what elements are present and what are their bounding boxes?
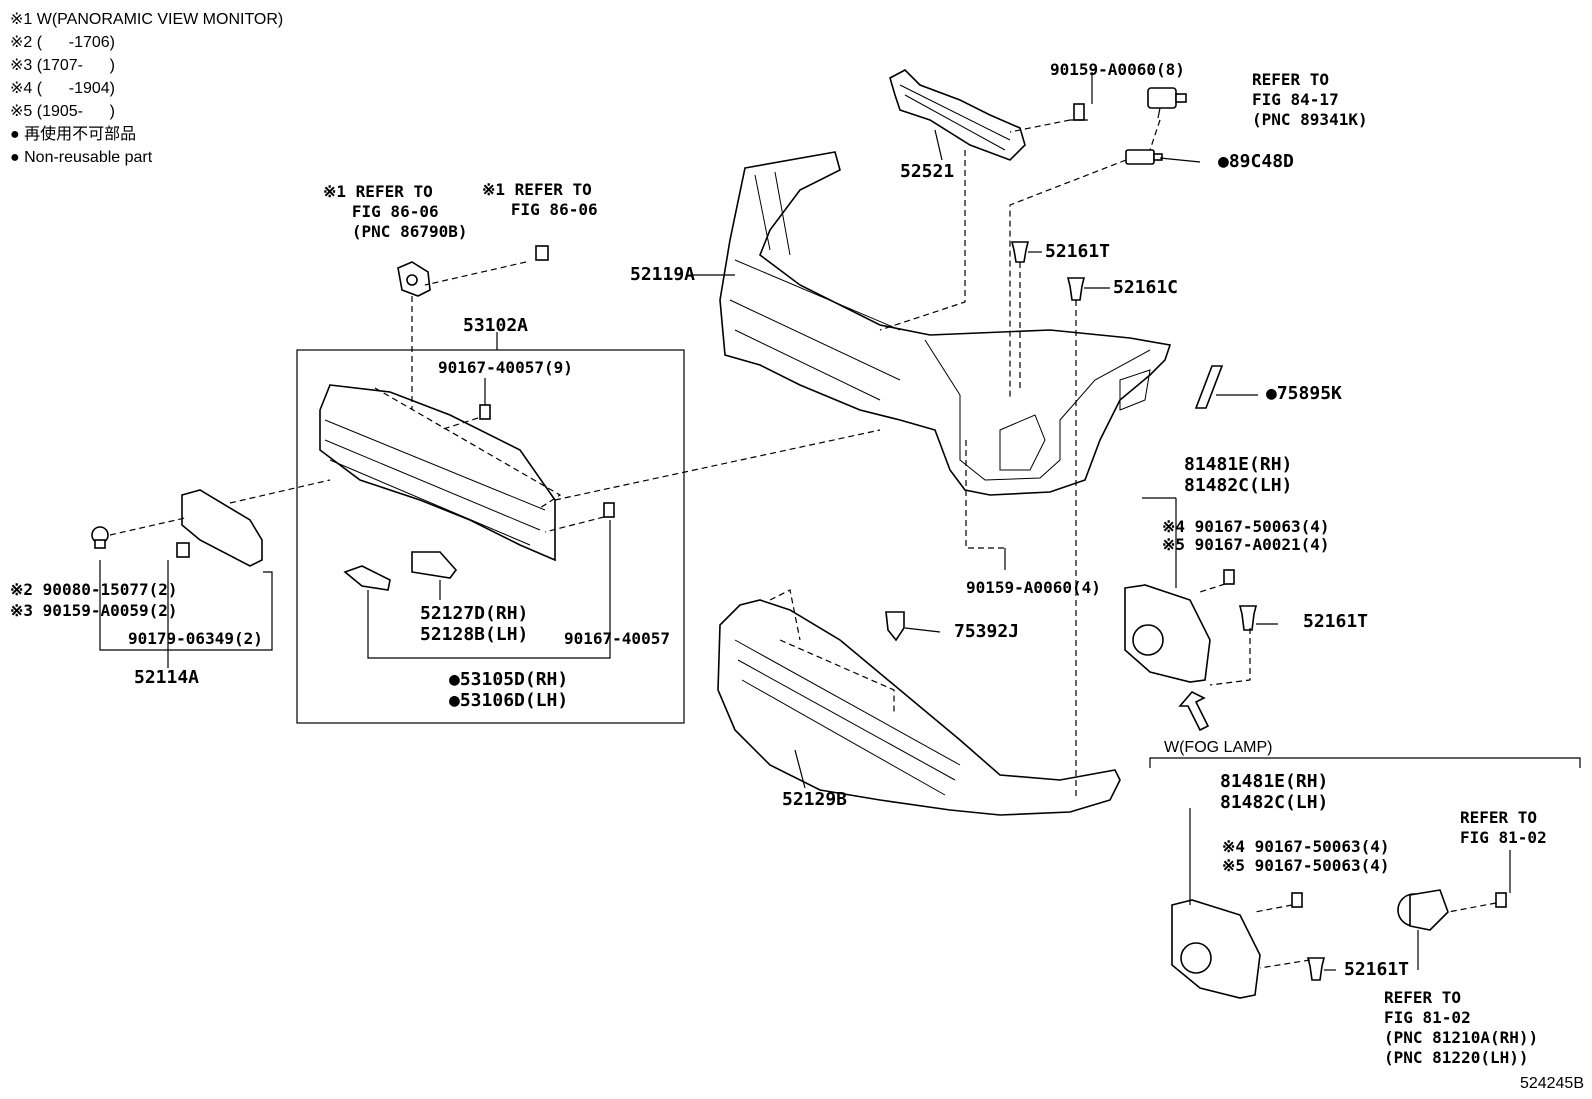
screw-86-06	[535, 245, 549, 261]
label-90159-a0060-8: 90159-A0060(8)	[1050, 60, 1185, 79]
cover-52128b	[411, 551, 458, 579]
label-52127d-rh: 52127D(RH)	[420, 603, 529, 624]
legend-note-1: ※1 W(PANORAMIC VIEW MONITOR)	[10, 11, 284, 28]
bolt-90080	[91, 526, 109, 549]
screw-fog-81-02	[1495, 892, 1507, 908]
label-81482c-lh-lower: 81482C(LH)	[1220, 792, 1329, 813]
label-52161t-top: 52161T	[1045, 241, 1111, 262]
clip-52161t-bottom	[1306, 957, 1326, 981]
label-90167-40057-9: 90167-40057(9)	[438, 358, 573, 377]
bracket-52521	[889, 69, 1026, 161]
legend: ※1 W(PANORAMIC VIEW MONITOR) ※2 ( -1706) ※…	[10, 8, 283, 169]
clip-52161t-mid	[1238, 605, 1258, 631]
legend-note-4: ※4 ( -1904)	[10, 80, 115, 97]
legend-note-5: ※5 (1905- )	[10, 103, 115, 120]
legend-nonreusable-en: ● Non-reusable part	[10, 146, 283, 169]
sensor-84-17	[1147, 87, 1187, 119]
bumper-cover-52119a	[719, 151, 1172, 496]
legend-nonreusable-jp: ● 再使用不可部品	[10, 123, 283, 146]
label-52521: 52521	[900, 161, 955, 182]
cover-52127d	[343, 565, 391, 591]
label-n3-90159-a0059: ※3 90159-A0059(2)	[10, 601, 178, 620]
label-90167-40057: 90167-40057	[564, 629, 670, 648]
label-n5-90167-a0021: ※5 90167-A0021(4)	[1162, 535, 1330, 554]
bracket-89c48d	[1125, 149, 1163, 165]
label-ref-86-06-a: ※1 REFER TO FIG 86-06 (PNC 86790B)	[323, 182, 468, 241]
dashed-leaders	[109, 119, 1497, 969]
camera-86-06	[397, 261, 431, 297]
label-52128b-lh: 52128B(LH)	[420, 624, 529, 645]
leader-lines	[99, 72, 1511, 971]
bracket-75392j	[885, 611, 905, 642]
legend-note-2: ※2 ( -1706)	[10, 34, 115, 51]
label-89c48d: 89C48D	[1218, 152, 1294, 172]
clip-52161t-top	[1010, 241, 1030, 263]
retainer-52114a	[176, 489, 263, 567]
bullet-icon: ●	[10, 149, 25, 166]
label-52161c: 52161C	[1113, 277, 1179, 298]
label-90159-a0060-4: 90159-A0060(4)	[966, 578, 1101, 597]
bolt-90159-a0060-8	[1070, 103, 1088, 121]
label-52114a: 52114A	[134, 667, 200, 688]
fog-lamp-unit	[1397, 889, 1449, 931]
legend-nonreusable-jp-text: 再使用不可部品	[24, 126, 137, 143]
clip-52161c	[1066, 277, 1086, 301]
strip-75895k	[1194, 365, 1224, 409]
label-ref-81-02-a: REFER TO FIG 81-02	[1460, 808, 1547, 847]
label-53106d-lh: 53106D(LH)	[449, 691, 568, 711]
label-n4b-90167-50063: ※4 90167-50063(4)	[1222, 837, 1390, 856]
label-n4-90167-50063: ※4 90167-50063(4)	[1162, 517, 1330, 536]
fog-bezel-upper	[1124, 584, 1211, 683]
label-81482c-lh-upper: 81482C(LH)	[1184, 475, 1293, 496]
label-52161t-mid: 52161T	[1303, 611, 1369, 632]
group-box-53102a	[296, 349, 685, 724]
label-75895k: 75895K	[1266, 384, 1342, 404]
label-n2-90080-15077: ※2 90080-15077(2)	[10, 580, 178, 599]
label-81481e-rh-upper: 81481E(RH)	[1184, 454, 1293, 475]
label-ref-84-17: REFER TO FIG 84-17 (PNC 89341K)	[1252, 70, 1368, 129]
label-81481e-rh-lower: 81481E(RH)	[1220, 771, 1329, 792]
legend-nonreusable-en-text: Non-reusable part	[24, 149, 153, 166]
label-ref-81-02-b: REFER TO FIG 81-02 (PNC 81210A(RH)) (PNC…	[1384, 988, 1539, 1067]
figure-id: 524245B	[1519, 1075, 1584, 1092]
legend-note-3: ※3 (1707- )	[10, 57, 115, 74]
screw-fog-lower	[1291, 892, 1303, 908]
label-ref-86-06-b: ※1 REFER TO FIG 86-06	[482, 180, 598, 219]
fog-bezel-lower	[1171, 899, 1261, 999]
direction-arrow	[1178, 691, 1210, 732]
label-53102a: 53102A	[463, 315, 529, 336]
bullet-icon: ●	[10, 126, 25, 143]
label-fog-lamp: W(FOG LAMP)	[1164, 739, 1273, 756]
fog-lamp-bracket-line	[1149, 757, 1581, 768]
label-75392j: 75392J	[954, 621, 1020, 642]
screw-90167-40057	[603, 502, 615, 518]
label-n5b-90167-50063: ※5 90167-50063(4)	[1222, 856, 1390, 875]
label-53105d-rh: 53105D(RH)	[449, 670, 568, 690]
grille-53102a	[319, 384, 556, 562]
label-52161t-bottom: 52161T	[1344, 959, 1410, 980]
label-90179-06349: 90179-06349(2)	[128, 629, 263, 648]
screw-90167-40057-9	[479, 404, 491, 420]
lower-grille-52129b	[717, 599, 1121, 816]
label-52129b: 52129B	[782, 789, 848, 810]
label-52119a: 52119A	[630, 264, 696, 285]
screw-90167-50063-upper	[1223, 569, 1235, 585]
